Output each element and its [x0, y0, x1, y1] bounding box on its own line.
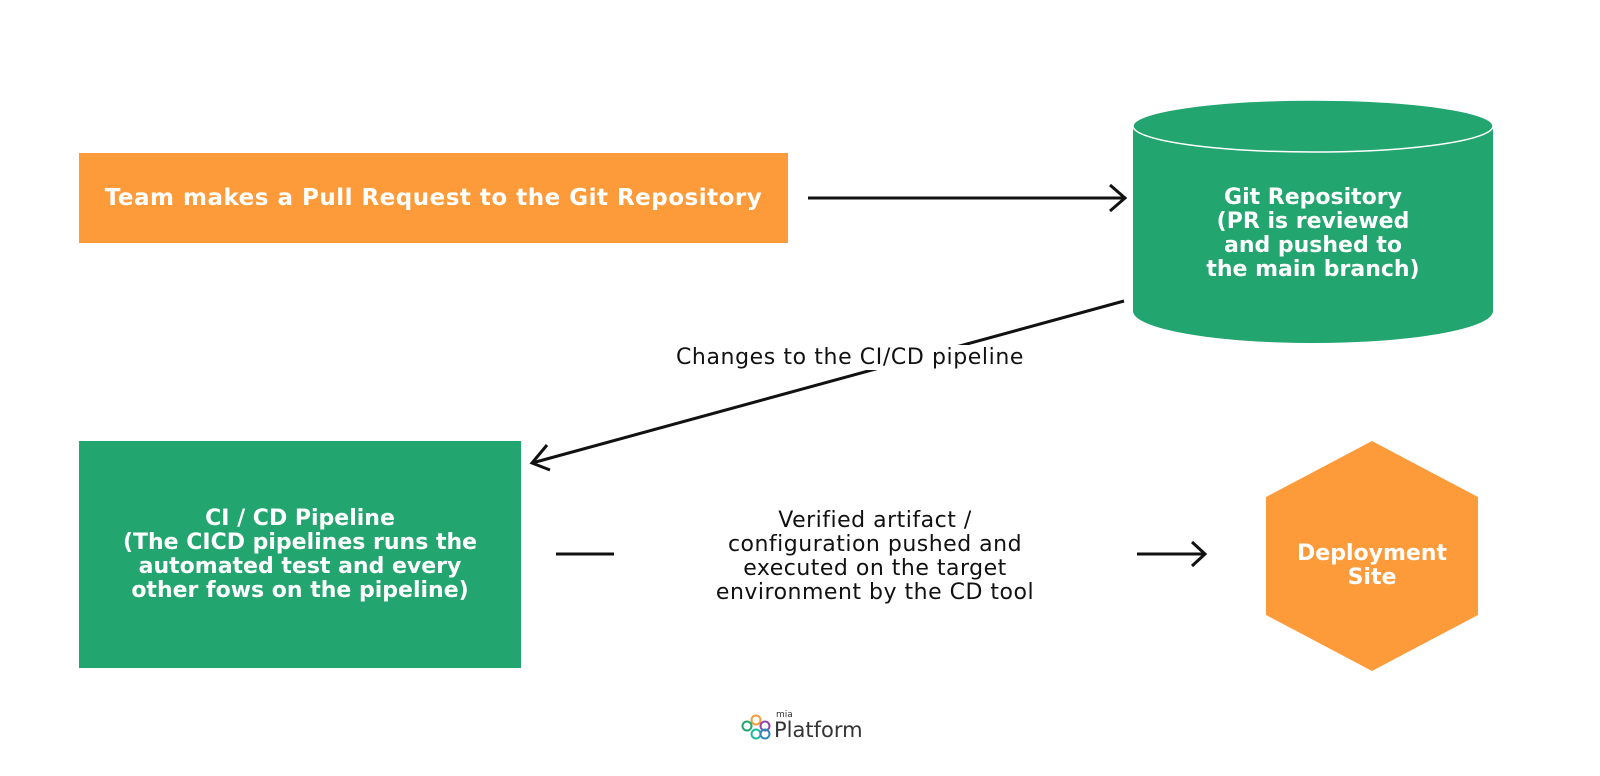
verified-line-1: Verified artifact /: [778, 508, 972, 533]
git-repository-line-2: (PR is reviewed: [1216, 209, 1410, 234]
logo-large-text: Platform: [774, 718, 863, 742]
logo-rings-icon: [741, 714, 771, 740]
git-repository-line-4: the main branch): [1206, 257, 1420, 282]
deployment-site-hexagon[interactable]: [1266, 441, 1478, 671]
deployment-site-line-1: Deployment: [1297, 541, 1447, 566]
git-repository-label: Git Repository (PR is reviewed and pushe…: [1133, 186, 1493, 282]
logo-ring-blue: [759, 728, 771, 740]
verified-line-2: configuration pushed and: [727, 532, 1023, 557]
arrow-pr-to-repo: [808, 183, 1128, 213]
verified-line-4: environment by the CD tool: [715, 580, 1035, 605]
deployment-site-line-2: Site: [1347, 565, 1397, 590]
git-repository-title: Git Repository: [1224, 185, 1402, 210]
logo-small-text: mia: [776, 710, 793, 720]
logo-ring-orange: [750, 714, 762, 726]
git-repository-cylinder[interactable]: [1132, 99, 1494, 343]
cicd-pipeline-line-2: (The CICD pipelines runs the: [122, 529, 478, 555]
mia-platform-logo: mia Platform: [748, 710, 863, 742]
cicd-pipeline-box[interactable]: CI / CD Pipeline (The CICD pipelines run…: [79, 441, 521, 668]
cicd-pipeline-title: CI / CD Pipeline: [205, 505, 395, 531]
logo-ring-green: [741, 720, 753, 732]
arrow-repo-to-pipeline: [529, 299, 1125, 472]
verified-line-3: executed on the target: [743, 556, 1007, 581]
pull-request-label: Team makes a Pull Request to the Git Rep…: [104, 185, 763, 211]
changes-edge-label: Changes to the CI/CD pipeline: [640, 345, 1060, 370]
verified-edge-label: Verified artifact / configuration pushed…: [660, 509, 1090, 605]
deployment-site-label: Deployment Site: [1266, 542, 1478, 590]
cicd-pipeline-line-3: automated test and every: [138, 553, 462, 579]
arrow-pipeline-to-deploy: [556, 540, 1208, 568]
cicd-pipeline-line-4: other fows on the pipeline): [131, 577, 469, 603]
pull-request-box[interactable]: Team makes a Pull Request to the Git Rep…: [79, 153, 788, 243]
git-repository-line-3: and pushed to: [1223, 233, 1403, 258]
